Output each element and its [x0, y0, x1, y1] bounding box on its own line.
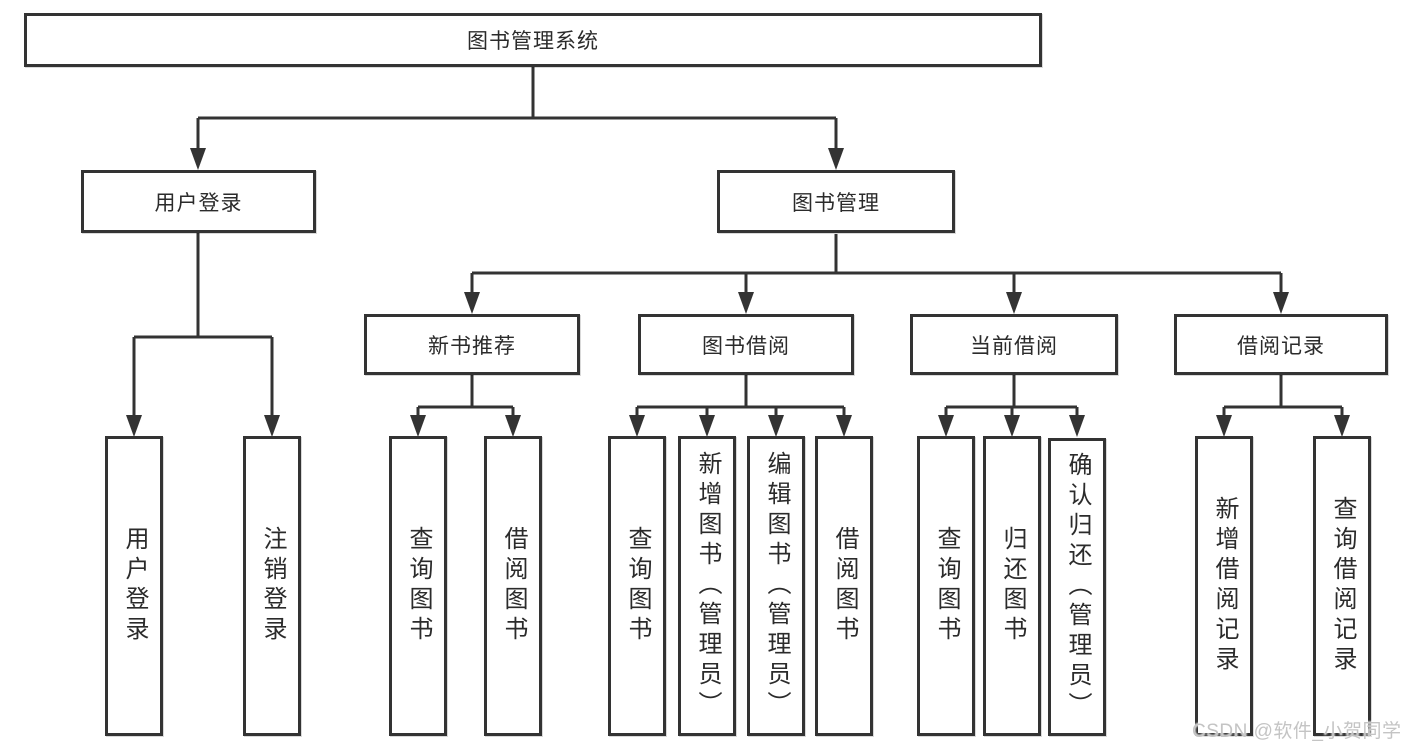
- arrowhead-icon: [768, 415, 784, 437]
- arrowhead-icon: [938, 415, 954, 437]
- connector-book-management: [470, 234, 1283, 304]
- node-book-borrow: 图书借阅: [638, 314, 854, 375]
- leaf-query-borrow-record: 查询借阅记录: [1313, 436, 1371, 736]
- leaf-user-login: 用户登录: [105, 436, 163, 736]
- node-user-login: 用户登录: [81, 170, 316, 233]
- arrowhead-icon: [699, 415, 715, 437]
- arrowhead-icon: [1273, 292, 1289, 314]
- arrowhead-icon: [126, 415, 142, 437]
- arrowhead-icon: [828, 148, 844, 170]
- connector-borrow-records: [1222, 375, 1344, 427]
- connector-current-borrow: [944, 375, 1079, 427]
- node-root-system: 图书管理系统: [24, 13, 1042, 67]
- leaf-edit-books-admin: 编辑图书（管理员）: [747, 436, 805, 736]
- arrowhead-icon: [1069, 415, 1085, 437]
- node-book-management: 图书管理: [717, 170, 955, 233]
- leaf-confirm-return-admin: 确认归还（管理员）: [1048, 438, 1106, 736]
- leaf-borrow-books: 借阅图书: [815, 436, 873, 736]
- node-borrow-records: 借阅记录: [1174, 314, 1388, 375]
- arrowhead-icon: [738, 292, 754, 314]
- node-new-book-recommend: 新书推荐: [364, 314, 580, 375]
- leaf-add-books-admin: 新增图书（管理员）: [678, 436, 736, 736]
- arrowhead-icon: [1334, 415, 1350, 437]
- arrowhead-icon: [629, 415, 645, 437]
- connector-new-book-recommend: [416, 375, 515, 427]
- arrowhead-icon: [410, 415, 426, 437]
- arrowhead-icon: [264, 415, 280, 437]
- leaf-return-books: 归还图书: [983, 436, 1041, 736]
- leaf-query-books-borrow: 查询图书: [608, 436, 666, 736]
- connector-user-login: [132, 232, 274, 427]
- arrowhead-icon: [505, 415, 521, 437]
- leaf-logout: 注销登录: [243, 436, 301, 736]
- csdn-watermark: CSDN @软件_小贺同学: [1192, 721, 1402, 742]
- leaf-query-books-recommend: 查询图书: [389, 436, 447, 736]
- leaf-borrow-books-recommend: 借阅图书: [484, 436, 542, 736]
- arrowhead-icon: [464, 292, 480, 314]
- connector-book-borrow: [635, 375, 846, 427]
- arrowhead-icon: [1004, 415, 1020, 437]
- arrowhead-icon: [836, 415, 852, 437]
- arrowhead-icon: [1006, 292, 1022, 314]
- leaf-query-books-current: 查询图书: [917, 436, 975, 736]
- leaf-add-borrow-record: 新增借阅记录: [1195, 436, 1253, 736]
- arrowhead-icon: [190, 148, 206, 170]
- connector-root: [196, 67, 838, 160]
- arrowhead-icon: [1216, 415, 1232, 437]
- node-current-borrow: 当前借阅: [910, 314, 1118, 375]
